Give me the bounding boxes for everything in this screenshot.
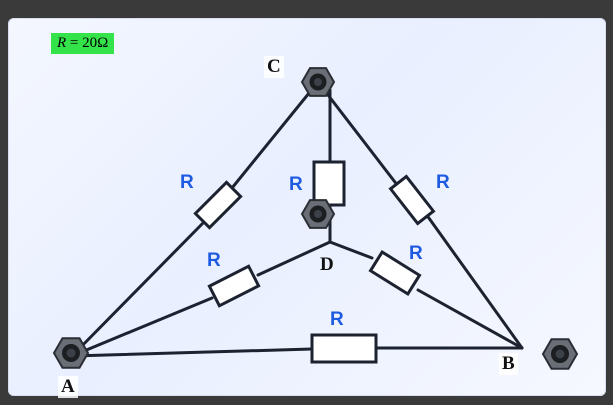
resistor-label-a-b: R	[330, 309, 344, 330]
resistor-a-b	[310, 333, 378, 364]
nut-b	[541, 338, 579, 370]
resistor-d-b	[368, 249, 422, 297]
resistor-label-c-b: R	[436, 172, 450, 193]
wire-a-c-lower	[70, 220, 206, 358]
badge-value: = 20Ω	[66, 35, 109, 51]
resistor-label-a-c: R	[180, 172, 194, 193]
resistor-a-c	[193, 180, 243, 230]
badge-variable: R	[57, 35, 67, 51]
wire-a-b-left	[70, 347, 314, 358]
wire-d-b-lower	[416, 288, 524, 350]
nut-a	[52, 337, 90, 369]
nut-d	[300, 199, 336, 229]
resistor-c-b	[388, 174, 436, 226]
node-label-a: A	[58, 376, 78, 398]
resistor-label-d-b: R	[409, 243, 423, 264]
resistor-label-c-d: R	[289, 174, 303, 195]
nut-c	[300, 67, 336, 97]
resistor-d-a	[207, 264, 261, 308]
wire-d-a-lower	[70, 296, 214, 358]
resistance-badge: R = 20Ω	[51, 33, 115, 54]
node-label-d: D	[320, 254, 334, 275]
wire-c-b-lower	[424, 212, 524, 350]
wire-a-c-upper	[230, 80, 320, 190]
node-label-b: B	[499, 353, 518, 375]
wire-d-a-upper	[256, 240, 332, 277]
resistor-label-d-a: R	[207, 250, 221, 271]
resistor-c-d	[312, 160, 346, 207]
node-label-c: C	[264, 56, 284, 78]
wire-d-b-upper	[328, 240, 374, 260]
